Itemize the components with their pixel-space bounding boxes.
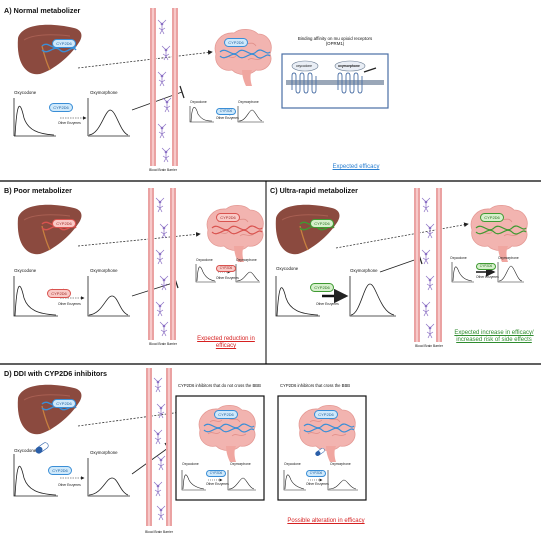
cyp2d6-label: CYP2D6 <box>47 289 71 298</box>
panel-c-outcome: Expected increase in efficacy/ increased… <box>454 330 534 343</box>
oxymorphone-label: Oxymorphone <box>330 462 351 466</box>
oxycodone-label: Oxycodone <box>14 448 37 453</box>
oxycodone-label: Oxycodone <box>14 268 37 273</box>
panel-b-outcome: Expected reduction in efficacy <box>197 336 255 349</box>
liver-icon <box>275 204 341 255</box>
cyp2d6-label: CYP2D6 <box>476 263 496 270</box>
bbb-label: Blood Brain Barrier <box>415 344 443 348</box>
oxymorphone-label: Oxymorphone <box>498 256 519 260</box>
cyp2d6-label: CYP2D6 <box>52 39 76 48</box>
oxymorphone-label: Oxymorphone <box>230 462 251 466</box>
cyp2d6-label: CYP2D6 <box>314 410 338 419</box>
oxycodone-label: Oxycodone <box>284 462 301 466</box>
cyp2d6-label: CYP2D6 <box>206 470 226 477</box>
panel-a-title: A) Normal metabolizer <box>4 6 81 15</box>
oxymorphone-label: Oxymorphone <box>90 90 118 95</box>
oxymorphone-label: Oxymorphone <box>236 258 257 262</box>
blood-brain-barrier-icon <box>148 188 176 340</box>
oxycodone-label: Oxycodone <box>182 462 199 466</box>
liver-icon <box>17 24 83 75</box>
cyp2d6-label: CYP2D6 <box>216 265 236 272</box>
other-enzymes-label: Other Enzymes <box>306 482 329 486</box>
oxycodone-label: Oxycodone <box>14 90 37 95</box>
other-enzymes-label: Other Enzymes <box>206 482 229 486</box>
other-enzymes-label: Other Enzymes <box>316 302 339 306</box>
liver-icon <box>17 384 83 435</box>
other-enzymes-label: Other Enzymes <box>58 121 81 125</box>
other-enzymes-label: Other Enzymes <box>476 275 499 279</box>
liver-icon <box>17 204 83 255</box>
cyp2d6-label: CYP2D6 <box>48 466 72 475</box>
other-enzymes-label: Other Enzymes <box>58 302 81 306</box>
d-box-2-title: CYP2D6 inhibitors that cross the BBB <box>280 383 351 388</box>
binding-oxycodone-label: oxycodone <box>296 64 312 68</box>
cyp2d6-label: CYP2D6 <box>310 283 334 292</box>
other-enzymes-label: Other Enzymes <box>216 276 239 280</box>
cyp2d6-label: CYP2D6 <box>52 399 76 408</box>
oxymorphone-label: Oxymorphone <box>90 268 118 273</box>
blood-brain-barrier-icon <box>146 368 172 526</box>
binding-oxymorphone-label: oxymorphone <box>338 64 360 68</box>
panel-b-title: B) Poor metabolizer <box>4 186 72 195</box>
cyp2d6-label: CYP2D6 <box>49 103 73 112</box>
pill-icon <box>315 448 325 456</box>
oxymorphone-label: Oxymorphone <box>90 450 118 455</box>
bbb-label: Blood Brain Barrier <box>149 168 177 172</box>
binding-affinity-title: Binding affinity on mu opioid receptors … <box>297 36 373 47</box>
d-box-1-title: CYP2D6 inhibitors that do not cross the … <box>178 383 261 388</box>
other-enzymes-label: Other Enzymes <box>58 483 81 487</box>
oxycodone-label: Oxycodone <box>276 266 299 271</box>
oxymorphone-label: Oxymorphone <box>238 100 259 104</box>
bbb-label: Blood Brain Barrier <box>145 530 173 534</box>
blood-brain-barrier-icon <box>149 7 178 166</box>
bbb-label: Blood Brain Barrier <box>149 342 177 346</box>
oxycodone-label: Oxycodone <box>196 258 213 262</box>
panel-d-title: D) DDI with CYP2D6 inhibitors <box>4 369 108 378</box>
cyp2d6-label: CYP2D6 <box>310 219 334 228</box>
panel-a-outcome: Expected efficacy <box>332 164 380 170</box>
peak-curve-icon <box>13 98 56 137</box>
pill-icon <box>35 442 49 454</box>
cyp2d6-label: CYP2D6 <box>224 38 248 47</box>
blood-brain-barrier-icon <box>414 188 442 342</box>
oxycodone-label: Oxycodone <box>190 100 207 104</box>
receptor-icon <box>291 72 363 94</box>
cyp2d6-label: CYP2D6 <box>52 219 76 228</box>
cyp2d6-label: CYP2D6 <box>216 108 236 115</box>
cyp2d6-label: CYP2D6 <box>216 213 240 222</box>
cyp2d6-label: CYP2D6 <box>480 213 504 222</box>
oxymorphone-label: Oxymorphone <box>350 268 378 273</box>
panel-c-title: C) Ultra-rapid metabolizer <box>270 186 358 195</box>
other-enzymes-label: Other Enzymes <box>216 116 239 120</box>
panel-d-outcome: Possible alteration in efficacy <box>287 518 365 524</box>
cyp2d6-label: CYP2D6 <box>306 470 326 477</box>
cyp2d6-label: CYP2D6 <box>214 410 238 419</box>
oxycodone-label: Oxycodone <box>450 256 467 260</box>
